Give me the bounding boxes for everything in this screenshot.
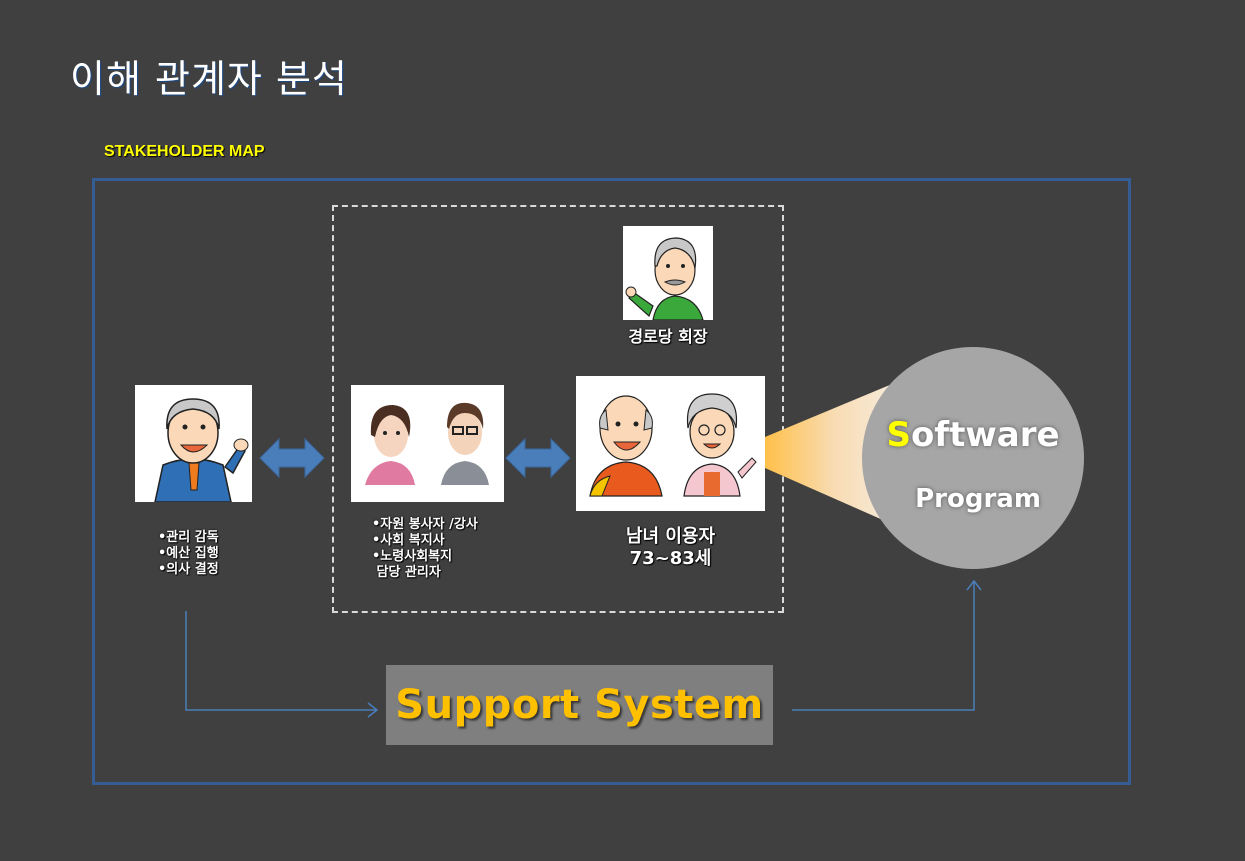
software-program-circle xyxy=(862,347,1084,569)
chairman-avatar xyxy=(623,226,713,320)
elderly-couple-icon xyxy=(589,393,757,497)
support-system-box: Support System xyxy=(386,665,773,745)
elderly-man-green-jacket-icon xyxy=(625,237,704,320)
staff-duties: •자원 봉사자 /강사 •사회 복지사 •노령사회복지 담당 관리자 xyxy=(372,517,478,581)
software-title-rest: oftware xyxy=(910,415,1060,455)
support-system-label: Support System xyxy=(395,682,764,728)
chairman-label: 경로당 회장 xyxy=(628,327,708,346)
community-group-boundary xyxy=(332,205,784,613)
duty-item: •자원 봉사자 /강사 xyxy=(372,517,478,532)
users-avatar xyxy=(576,376,765,511)
focus-cone xyxy=(765,384,892,524)
double-arrow-staff-users xyxy=(505,437,571,479)
duty-item: •관리 감독 xyxy=(158,530,219,545)
software-title-initial: S xyxy=(886,415,911,455)
software-title: Software xyxy=(862,415,1084,455)
double-arrow-management-staff xyxy=(259,437,325,479)
woman-and-man-staff-icon xyxy=(365,402,489,485)
duty-item: •예산 집행 xyxy=(158,546,219,561)
flow-arrow-to-support xyxy=(185,611,379,718)
page-title: 이해 관계자 분석 xyxy=(70,57,348,101)
stakeholder-map-frame xyxy=(92,178,1131,785)
management-duties: •관리 감독 •예산 집행 •의사 결정 xyxy=(158,530,219,578)
duty-item: •의사 결정 xyxy=(158,562,219,577)
software-subtitle: Program xyxy=(915,484,1041,514)
flow-arrow-to-software xyxy=(792,579,982,711)
users-label-age: 73~83세 xyxy=(629,548,712,569)
stakeholder-map-label: STAKEHOLDER MAP xyxy=(104,143,265,160)
staff-avatar xyxy=(351,385,504,502)
duty-item: •사회 복지사 xyxy=(372,533,445,548)
management-avatar xyxy=(135,385,252,502)
duty-item: 담당 관리자 xyxy=(372,565,441,580)
duty-item: •노령사회복지 xyxy=(372,549,453,564)
users-label-title: 남녀 이용자 xyxy=(625,526,716,547)
elderly-man-in-suit-icon xyxy=(154,398,249,502)
users-label: 남녀 이용자 73~83세 xyxy=(576,526,765,570)
